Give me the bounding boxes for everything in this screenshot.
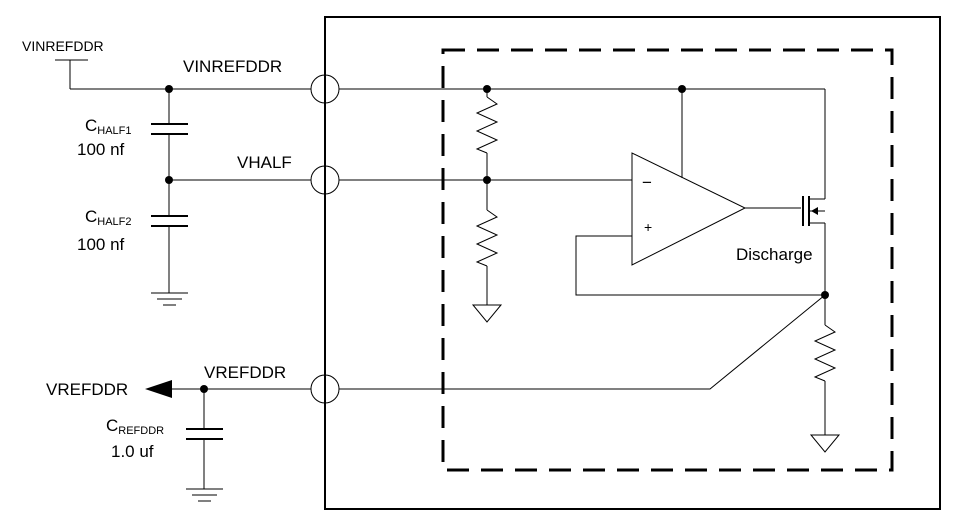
vin-pin-label: VINREFDDR: [183, 57, 282, 76]
vin-source-label: VINREFDDR: [22, 38, 104, 54]
ground-icon-output: [809, 434, 841, 453]
crefddr-name: CREFDDR: [106, 416, 164, 437]
chalf2-value: 100 nf: [77, 235, 125, 254]
resistor-output: [813, 295, 837, 435]
feedback-wire: [575, 235, 825, 296]
opamp-minus-label: −: [642, 173, 652, 192]
chalf1-value: 100 nf: [77, 140, 125, 159]
vref-pin-label: VREFDDR: [204, 363, 286, 382]
chip-outline: [324, 16, 941, 510]
chalf1-name: CHALF1: [85, 116, 132, 137]
opamp-plus-label: +: [644, 219, 652, 235]
vref-out-label: VREFDDR: [46, 380, 128, 399]
vhalf-pin-label: VHALF: [237, 153, 292, 172]
chalf2-name: CHALF2: [85, 207, 132, 228]
ground-icon-crefddr: [186, 488, 223, 502]
ground-icon-divider: [471, 304, 503, 323]
resistor-divider-bottom: [475, 180, 499, 305]
vref-output-arrow: [145, 380, 172, 398]
ground-icon-chalf2: [151, 292, 188, 306]
opamp-triangle: [631, 152, 747, 266]
resistor-divider-top: [475, 89, 499, 180]
vref-internal-wire: [339, 294, 826, 390]
discharge-mosfet: [802, 196, 825, 226]
discharge-label: Discharge: [736, 245, 813, 264]
internal-block-dashed: [441, 48, 894, 472]
crefddr-value: 1.0 uf: [111, 442, 154, 461]
